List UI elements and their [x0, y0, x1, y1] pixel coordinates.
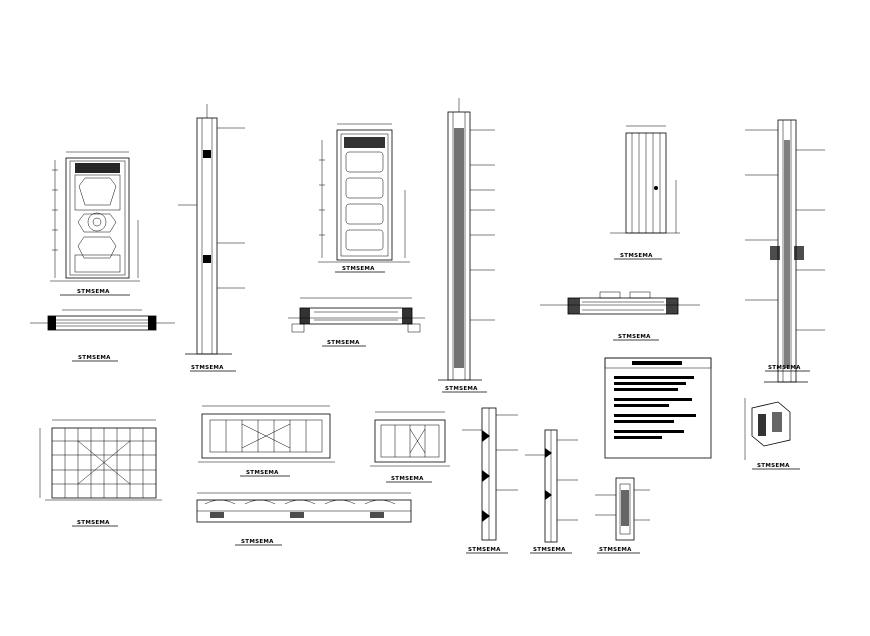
frame-elevation-1-title: STMSEMA — [246, 470, 279, 476]
door-section-3: STMSEMA — [745, 119, 825, 383]
door-elevation-2-title: STMSEMA — [342, 266, 375, 272]
door-elevation-2: STMSEMA — [318, 123, 410, 273]
door-section-2-title: STMSEMA — [445, 386, 478, 392]
jamb-detail-2: STMSEMA — [525, 429, 578, 554]
frame-plan-long-title: STMSEMA — [241, 539, 274, 545]
door-section-1: STMSEMA — [178, 104, 245, 372]
door-section-3-title: STMSEMA — [768, 365, 801, 371]
grid-elevation-title: STMSEMA — [77, 520, 110, 526]
jamb-detail-2-title: STMSEMA — [533, 547, 566, 553]
door-plan-1-title: STMSEMA — [78, 355, 111, 361]
grid-elevation: STMSEMA — [39, 419, 162, 527]
door-section-1-title: STMSEMA — [191, 365, 224, 371]
door-elevation-1: STMSEMA — [50, 151, 140, 296]
door-section-2: STMSEMA — [438, 98, 495, 393]
door-elevation-3-title: STMSEMA — [620, 253, 653, 259]
door-elevation-3: STMSEMA — [610, 125, 680, 260]
door-plan-1: STMSEMA — [30, 309, 175, 362]
jamb-detail-1-title: STMSEMA — [468, 547, 501, 553]
door-elevation-1-title: STMSEMA — [77, 289, 110, 295]
frame-elevation-2-title: STMSEMA — [391, 476, 424, 482]
jamb-detail-3-title: STMSEMA — [599, 547, 632, 553]
door-plan-2: STMSEMA — [288, 297, 425, 347]
frame-elevation-2: STMSEMA — [370, 411, 450, 483]
corner-detail-title: STMSEMA — [757, 463, 790, 469]
corner-detail: STMSEMA — [744, 398, 800, 470]
door-plan-3-title: STMSEMA — [618, 334, 651, 340]
door-plan-2-title: STMSEMA — [327, 340, 360, 346]
frame-plan-long: STMSEMA — [196, 492, 412, 546]
jamb-detail-3: STMSEMA — [595, 477, 650, 554]
jamb-detail-1: STMSEMA — [462, 407, 518, 554]
notes-box — [604, 357, 712, 459]
frame-elevation-1: STMSEMA — [198, 405, 335, 477]
door-plan-3: STMSEMA — [540, 291, 700, 341]
